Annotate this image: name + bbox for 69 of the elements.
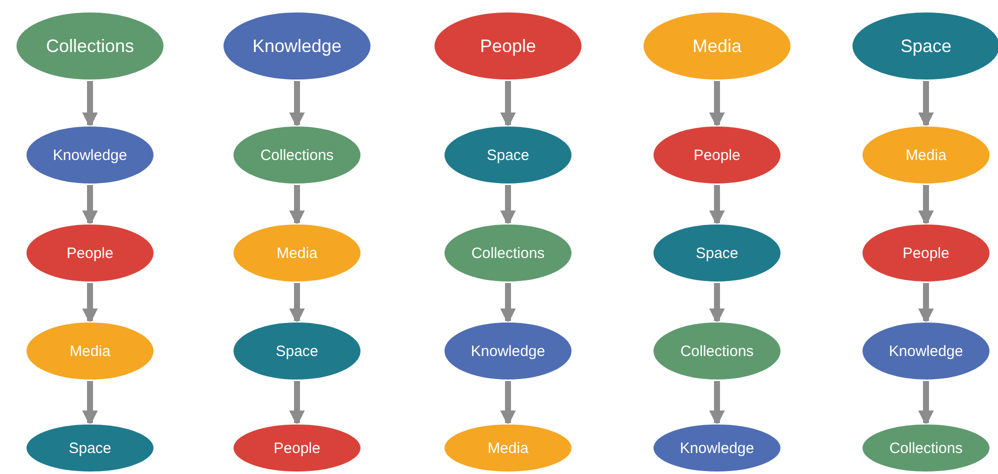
ellipse-node [232,223,362,283]
node-label: Knowledge [470,342,546,360]
node-label: Collections [46,36,134,56]
ellipse-node [232,423,362,473]
ellipse-node [25,321,155,381]
node-label: People [480,36,536,56]
ellipse-node [443,125,573,185]
node-label: Collections [471,244,545,262]
ellipse-node [861,125,991,185]
arrow [709,185,725,226]
arrow [918,185,934,226]
arrow [82,185,98,226]
ellipse-node [25,223,155,283]
node-label: Media [488,440,528,456]
node-label: Space [696,244,738,262]
arrow [709,81,725,128]
ellipse-node [652,423,782,473]
ellipse-node [25,125,155,185]
ellipse-node [232,125,362,185]
arrow [918,81,934,128]
arrow [500,283,516,324]
arrow [82,381,98,426]
node-label: People [902,244,950,262]
ellipse-node [25,423,155,473]
node-label: Collections [889,440,963,456]
node-label: People [66,244,114,262]
arrow [918,381,934,426]
node-label: Collections [260,146,334,164]
arrow [500,185,516,226]
node-label: Media [692,36,742,56]
node-label: Space [900,36,952,56]
node-label: Media [70,342,110,360]
arrow [82,81,98,128]
node-label: Knowledge [680,440,754,456]
node-label: Space [486,146,530,164]
arrow [289,185,305,226]
node-label: Collections [680,342,754,360]
ellipse-node [861,223,991,283]
ellipse-node [652,125,782,185]
ellipse-node [15,11,165,81]
arrow [709,283,725,324]
node-label: Knowledge [888,342,964,360]
ellipse-node [861,321,991,381]
arrow [709,381,725,426]
node-label: Knowledge [252,36,342,56]
arrow [500,381,516,426]
ellipse-node [443,223,573,283]
arrow [500,81,516,128]
ellipse-node [443,423,573,473]
arrow [289,81,305,128]
arrow [289,283,305,324]
ellipse-node [861,423,991,473]
ellipse-node [652,321,782,381]
node-label: People [274,440,320,456]
ellipse-node [642,11,792,81]
arrow [82,283,98,324]
ellipse-node [433,11,583,81]
node-label: Media [906,146,946,164]
ellipse-node [443,321,573,381]
node-label: Media [276,244,318,262]
ellipse-node [232,321,362,381]
ellipse-node [222,11,372,81]
node-label: Space [68,440,112,456]
node-label: Space [276,342,318,360]
node-label: People [694,146,740,164]
ellipse-node [652,223,782,283]
arrow [918,283,934,324]
node-label: Knowledge [52,146,128,164]
arrow [289,381,305,426]
